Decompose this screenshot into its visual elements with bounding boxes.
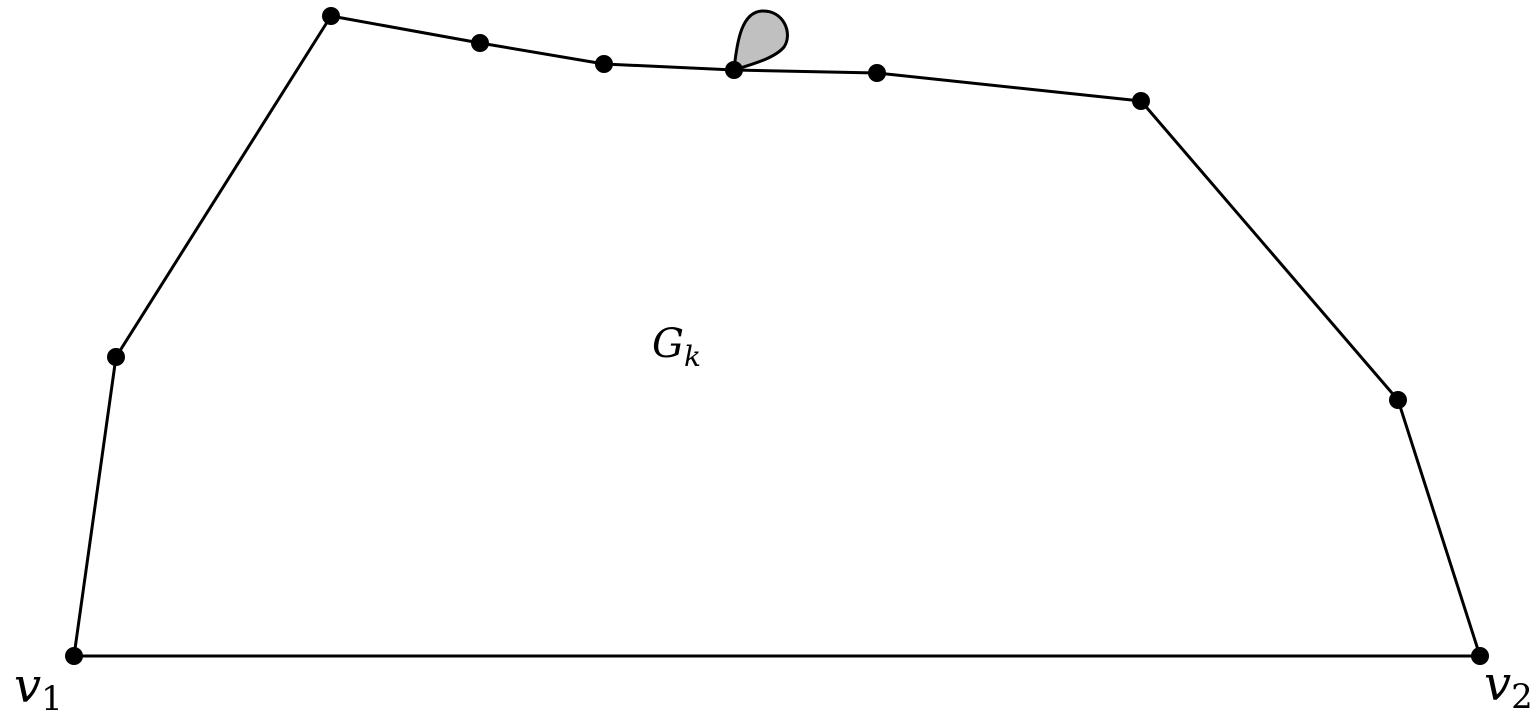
vertex-top-right	[1132, 92, 1150, 110]
outer-face-boundary	[72, 14, 1482, 658]
vertex-v2	[1471, 647, 1489, 665]
vertex-label-v2: v2	[1484, 656, 1533, 712]
vertex-label-v2-subscript: 2	[1511, 677, 1533, 712]
vertex-right-lower	[1389, 391, 1407, 409]
vertex-top-left	[322, 7, 340, 25]
vertex-label-v2-base: v	[1484, 656, 1511, 712]
region-label: Gk	[652, 321, 701, 373]
vertex-top-petal	[725, 61, 743, 79]
vertex-label-v1: v1	[14, 658, 63, 712]
vertex-v1	[65, 647, 83, 665]
vertex-top-2	[471, 34, 489, 52]
vertex-label-v1-base: v	[14, 658, 41, 712]
vertex-top-5	[868, 64, 886, 82]
vertex-left-lower	[107, 348, 125, 366]
vertices	[65, 7, 1489, 665]
vertex-top-3	[595, 55, 613, 73]
vertex-label-v1-subscript: 1	[41, 679, 63, 712]
region-label-subscript: k	[684, 340, 701, 373]
region-label-base: G	[652, 321, 684, 367]
petal-loop	[732, 9, 789, 73]
